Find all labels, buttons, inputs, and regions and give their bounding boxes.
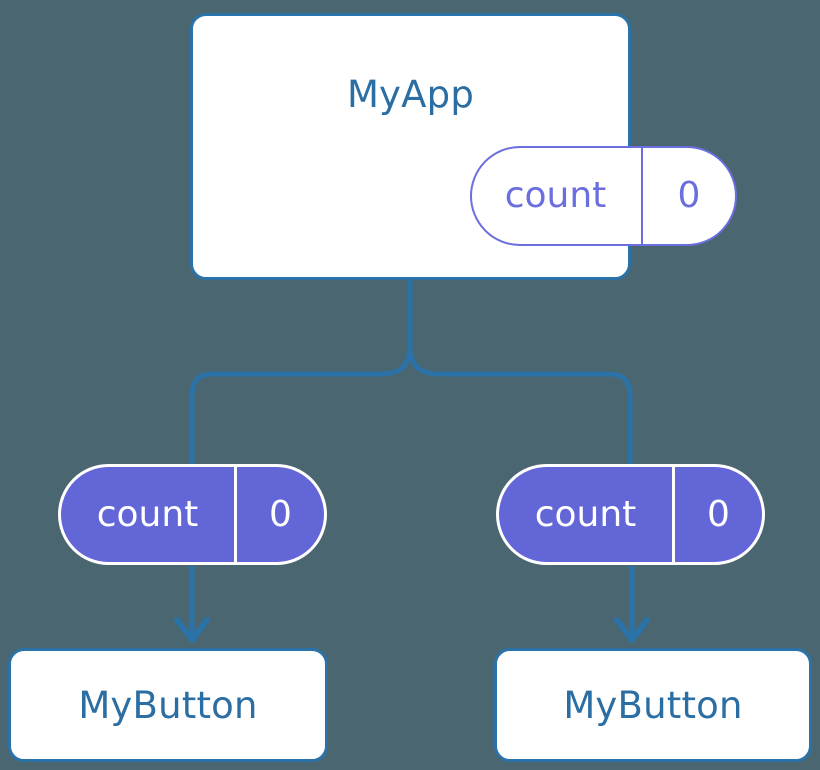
- right-arrowhead-icon: [614, 617, 650, 643]
- state-key-label: count: [472, 148, 643, 244]
- left-arrowhead-icon: [174, 617, 210, 643]
- state-pill-mybutton-right-count[interactable]: count 0: [496, 464, 765, 565]
- component-box-mybutton-right[interactable]: MyButton: [494, 648, 812, 762]
- component-title-mybutton-right: MyButton: [563, 684, 743, 727]
- component-box-mybutton-left[interactable]: MyButton: [8, 648, 328, 762]
- connector-branch-left: [189, 344, 413, 466]
- state-pill-myapp-count[interactable]: count 0: [470, 146, 737, 246]
- state-value-label: 0: [269, 493, 292, 535]
- state-key-label: count: [61, 467, 237, 562]
- state-key-label: count: [499, 467, 675, 562]
- state-pill-mybutton-left-count[interactable]: count 0: [58, 464, 327, 565]
- state-value-label: 0: [677, 175, 701, 216]
- connector-branch-right: [407, 344, 633, 466]
- component-box-myapp[interactable]: MyApp count 0: [190, 13, 737, 280]
- state-value-label: 0: [707, 493, 730, 535]
- component-title-myapp: MyApp: [346, 73, 475, 116]
- component-title-mybutton-left: MyButton: [78, 684, 258, 727]
